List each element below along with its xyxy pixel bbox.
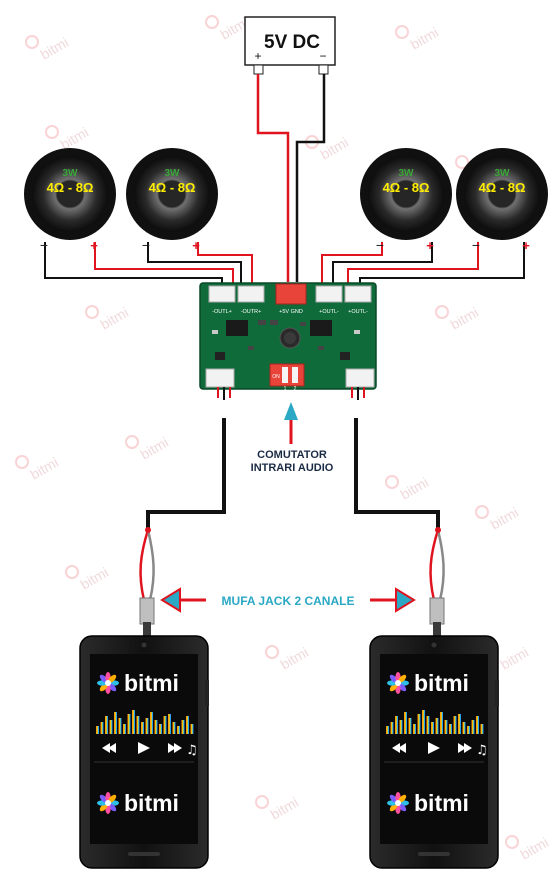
amplifier-board: -OUTL+ -OUTR+ +5V GND +OUTL- +OUTL- ON 1… (199, 282, 377, 392)
board-label-power: +5V GND (279, 309, 303, 315)
watermark: bitmi (15, 454, 62, 483)
speaker-minus-sign: − (376, 237, 384, 253)
bitmi-logo-text: bitmi (414, 790, 469, 816)
board-label-outr-left: -OUTR+ (241, 309, 262, 315)
speaker-impedance-label: 4Ω - 8Ω (479, 180, 526, 195)
audio-input-wires (146, 387, 440, 530)
watermark-text: bitmi (318, 134, 352, 163)
watermark-text: bitmi (78, 564, 112, 593)
watermark: bitmi (25, 34, 72, 63)
speaker-minus-sign: − (472, 237, 480, 253)
watermark: bitmi (505, 834, 552, 863)
jack-double-arrow (160, 587, 416, 613)
speaker-power-label: 3W (399, 168, 415, 179)
switch-pointer-arrow (284, 402, 298, 444)
board-label-outr-right: +OUTL- (348, 309, 368, 315)
watermark: bitmi (85, 304, 132, 333)
watermark-text: bitmi (408, 24, 442, 53)
connector-outl-left (208, 285, 236, 303)
equalizer-visual (96, 710, 194, 734)
speaker-power-label: 3W (165, 168, 181, 179)
watermark-text: bitmi (38, 34, 72, 63)
power-supply-label: 5V DC (264, 32, 320, 53)
watermark-text: bitmi (518, 834, 552, 863)
dip-switch-on-label: ON (272, 374, 280, 380)
watermark-text: bitmi (138, 434, 172, 463)
watermark: bitmi (385, 474, 432, 503)
bitmi-logo: bitmi (97, 790, 179, 816)
bitmi-logo-text: bitmi (414, 670, 469, 696)
watermark: bitmi (265, 644, 312, 673)
watermark-text: bitmi (98, 304, 132, 333)
phone-1: bitmi ♫ bitmi (79, 635, 209, 869)
watermark: bitmi (475, 504, 522, 533)
connector-input-left (205, 368, 235, 388)
connector-power (275, 283, 307, 305)
speaker-plus-sign: + (90, 238, 98, 253)
dip-switch-1-label: 1 (284, 386, 287, 392)
connector-outr-right (344, 285, 372, 303)
power-wires (256, 74, 326, 282)
bitmi-logo: bitmi (97, 670, 179, 696)
speaker-impedance-label: 4Ω - 8Ω (47, 180, 94, 195)
speaker-plus-sign: + (426, 238, 434, 253)
jack-cable-right (429, 527, 445, 638)
media-controls: ♫ (102, 742, 198, 758)
watermark-text: bitmi (448, 304, 482, 333)
speaker-impedance-label: 4Ω - 8Ω (149, 180, 196, 195)
connector-input-right (345, 368, 375, 388)
speaker-power-label: 3W (63, 168, 79, 179)
connector-outr-left (237, 285, 265, 303)
watermark-text: bitmi (488, 504, 522, 533)
bitmi-logo-text: bitmi (124, 790, 179, 816)
power-supply: 5V DC + − (244, 16, 336, 75)
bitmi-logo: bitmi (387, 790, 469, 816)
equalizer-visual (386, 710, 484, 734)
jack-label: MUFA JACK 2 CANALE (222, 594, 355, 608)
bitmi-logo-text: bitmi (124, 670, 179, 696)
watermark: bitmi (65, 564, 112, 593)
speaker-plus-sign: + (522, 238, 530, 253)
music-note-icon: ♫ (476, 743, 488, 758)
jack-cable-left (139, 527, 155, 638)
speaker-power-label: 3W (495, 168, 511, 179)
speaker-minus-sign: − (142, 237, 150, 253)
phone-2: bitmi ♫ bitmi (369, 635, 499, 869)
board-label-outl-left: -OUTL+ (212, 309, 232, 315)
speaker-plus-sign: + (192, 238, 200, 253)
watermark-text: bitmi (398, 474, 432, 503)
watermark: bitmi (395, 24, 442, 53)
power-plus-sign: + (254, 49, 261, 63)
switch-label-line2: INTRARI AUDIO (251, 462, 334, 474)
music-note-icon: ♫ (186, 743, 198, 758)
watermark-text: bitmi (498, 644, 532, 673)
connector-outl-right (315, 285, 343, 303)
power-minus-sign: − (319, 49, 326, 63)
watermark: bitmi (255, 794, 302, 823)
watermark: bitmi (125, 434, 172, 463)
watermark-text: bitmi (278, 644, 312, 673)
media-controls: ♫ (392, 742, 488, 758)
bitmi-logo: bitmi (387, 670, 469, 696)
dip-switch-2-label: 2 (294, 386, 297, 392)
board-label-outl-right: +OUTL- (319, 309, 339, 315)
watermark-text: bitmi (28, 454, 62, 483)
watermark: bitmi (305, 134, 352, 163)
speaker-minus-sign: − (40, 237, 48, 253)
speaker-impedance-label: 4Ω - 8Ω (383, 180, 430, 195)
watermark: bitmi (435, 304, 482, 333)
speaker-wires (44, 242, 525, 287)
switch-label-line1: COMUTATOR (257, 449, 327, 461)
phones-group: bitmi ♫ bitmi bitmi ♫ bitmi (79, 635, 499, 869)
watermark-text: bitmi (268, 794, 302, 823)
